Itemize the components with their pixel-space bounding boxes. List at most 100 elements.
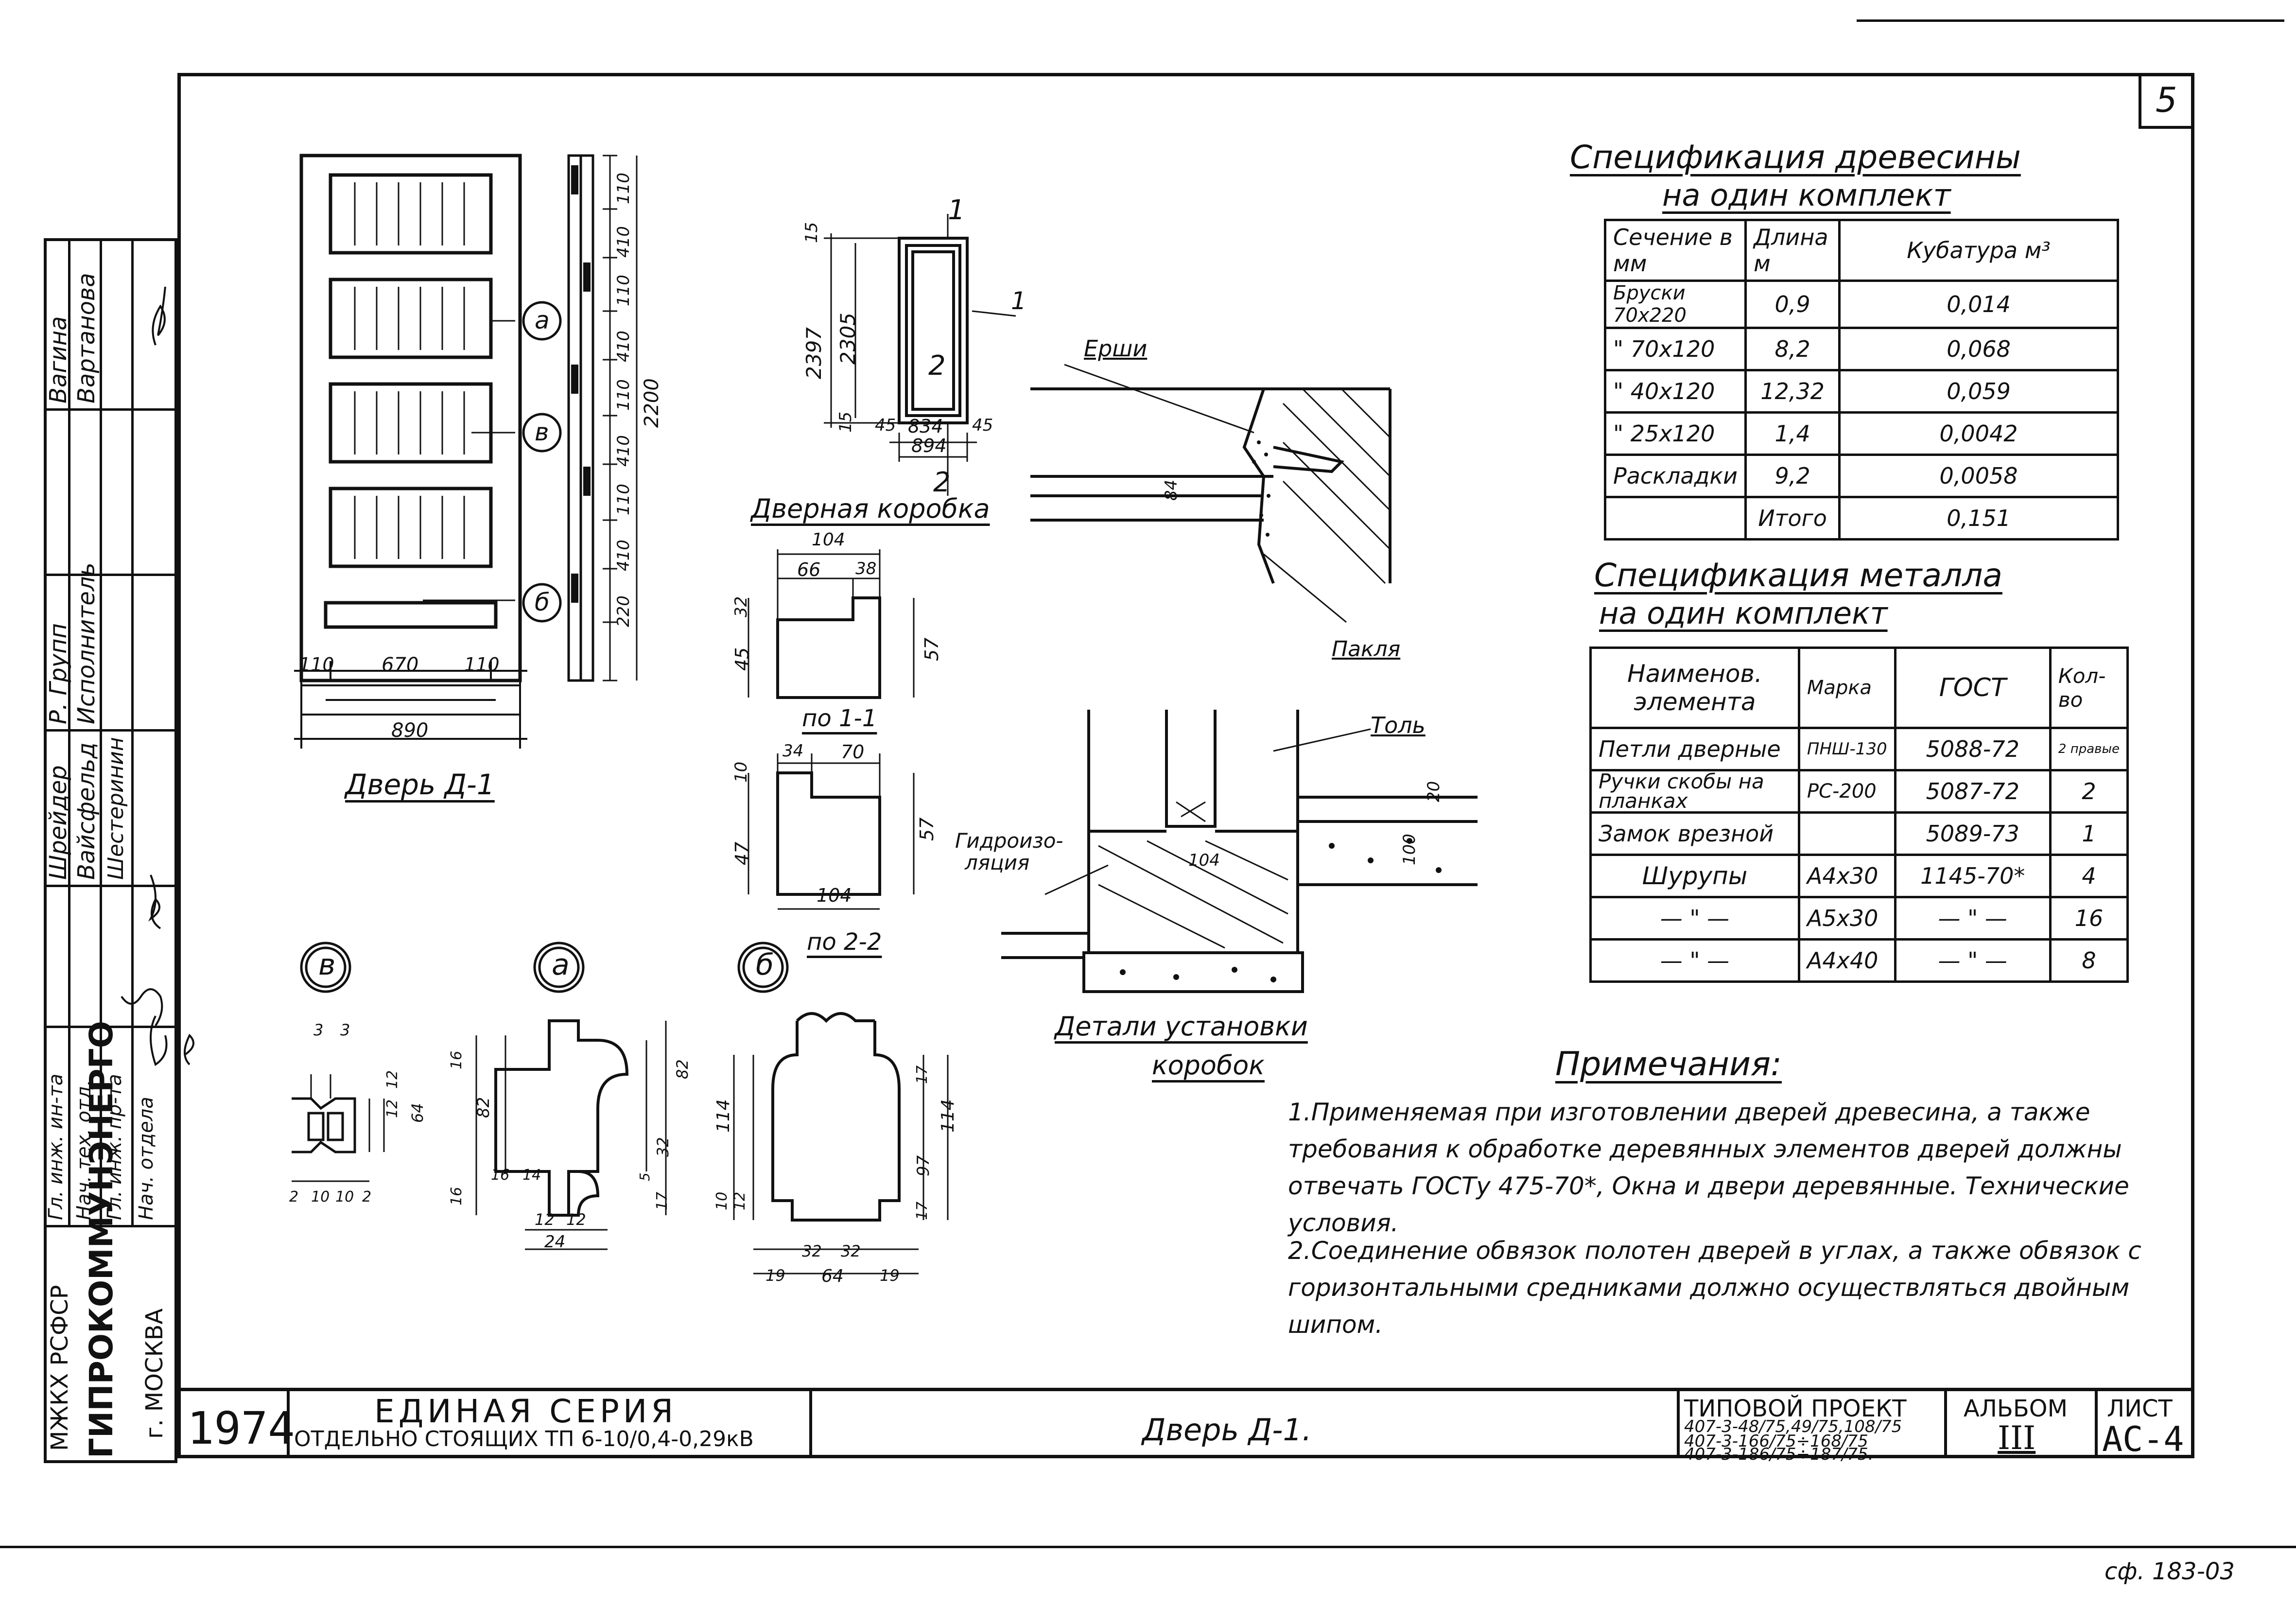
notes-item-1: 1.Применяемая при изготовлении дверей др… (1288, 1098, 2129, 1237)
erish-detail-drawing (1030, 364, 1392, 623)
deta-dim-7: 12 (566, 1210, 586, 1229)
table-row: Сечение в мм Длина м Кубатура м³ (1603, 219, 2119, 282)
metal-spec-title-2: на один комплект (1599, 595, 1888, 631)
sec11-dim-2: 66 (797, 559, 821, 580)
deta-dim-11: 5 (637, 1172, 653, 1181)
detail-b-drawing (733, 1012, 949, 1275)
section-2-2-drawing (748, 753, 915, 910)
section-1-1-drawing (748, 549, 915, 699)
sec22-dim-4: 47 (731, 841, 753, 865)
deta-dim-4: 16 (491, 1167, 510, 1184)
detb-dim-7: 64 (821, 1266, 844, 1286)
sec22-title: по 2-2 (807, 928, 882, 956)
tol-label: Толь (1371, 712, 1426, 738)
top-border-line (1857, 19, 2284, 22)
door-sec-dim-6: 410 (614, 435, 633, 467)
box-mark-2b: 2 (933, 467, 951, 498)
stamp-signatures (121, 286, 194, 1066)
metal-header-qty: Кол-во (2049, 646, 2129, 729)
sec22-dim-5: 57 (916, 817, 938, 841)
metal-header-mark: Марка (1797, 646, 1896, 729)
title-project-2: 407-3-166/75÷168/75 (1684, 1432, 1868, 1451)
wood-header-section: Сечение в мм (1603, 219, 1747, 282)
box-mark-1a: 1 (948, 194, 965, 226)
detail-v-drawing (292, 1074, 385, 1182)
detail-markers (300, 942, 789, 993)
door-side-section (567, 154, 638, 682)
detb-dim-5: 32 (841, 1242, 861, 1260)
door-total-width: 890 (391, 719, 429, 742)
title-series-2: ОТДЕЛЬНО СТОЯЩИХ ТП 6-10/0,4-0,29кВ (294, 1427, 754, 1451)
callout-b: б (535, 588, 550, 616)
box-dim-4: 15 (836, 411, 855, 433)
title-year: 1974 (187, 1402, 295, 1454)
sec22-dim-6: 104 (817, 885, 852, 906)
erish-dim: 84 (1162, 479, 1181, 501)
install-title-1: Детали установки (1055, 1011, 1308, 1042)
stamp-org-3: г. МОСКВА (141, 1308, 168, 1439)
title-sheet-value: АС-4 (2102, 1419, 2184, 1459)
door-dim-mid: 670 (382, 654, 419, 676)
callout-v: в (535, 418, 549, 446)
table-row: Раскладки 9,2 0,0058 (1603, 454, 2119, 498)
paklya-label: Пакля (1332, 637, 1401, 662)
table-row: " 40х120 12,32 0,059 (1603, 369, 2119, 414)
install-detail-drawing (1001, 710, 1478, 993)
table-row: Наименов. элемента Марка ГОСТ Кол-во (1589, 646, 2129, 729)
detb-dim-2: 10 (713, 1191, 731, 1210)
deta-dim-2: 82 (474, 1097, 493, 1118)
install-dim-2: 100 (1400, 834, 1419, 865)
door-elevation (294, 154, 527, 749)
deta-dim-9: 32 (654, 1137, 672, 1157)
metal-header-name: Наименов. элемента (1589, 646, 1800, 729)
door-dim-right: 110 (464, 654, 500, 675)
detb-dim-1: 114 (713, 1099, 733, 1133)
table-row: Замок врезной 5089-73 1 (1589, 811, 2129, 856)
detb-dim-3: 12 (731, 1191, 748, 1210)
left-stamp (44, 238, 177, 1463)
door-dim-left: 110 (299, 654, 334, 675)
install-title-2: коробок (1152, 1050, 1265, 1081)
sec11-dim-1: 104 (812, 530, 845, 550)
title-project-label: ТИПОВОЙ ПРОЕКТ (1684, 1395, 1907, 1422)
box-mark-1b: 1 (1011, 287, 1026, 315)
door-sec-dim-2: 410 (614, 226, 633, 258)
deta-dim-5: 14 (522, 1167, 541, 1184)
install-dim-3: 104 (1188, 851, 1220, 870)
door-height: 2200 (641, 378, 663, 428)
detail-marker-a: а (552, 948, 570, 982)
detv-dim-1: 3 (313, 1021, 324, 1039)
detb-dim-10: 114 (938, 1099, 958, 1133)
sec22-dim-1: 34 (783, 741, 804, 761)
title-drawing-name: Дверь Д-1. (1142, 1412, 1312, 1448)
sec11-dim-6: 57 (921, 637, 942, 661)
box-dim-6: 834 (908, 416, 943, 437)
box-dim-5: 45 (875, 416, 896, 435)
detv-dim-7: 10 (311, 1188, 330, 1205)
title-project-1: 407-3-48/75,49/75,108/75 (1684, 1417, 1902, 1436)
table-row: " 70х120 8,2 0,068 (1603, 327, 2119, 371)
table-row: Итого 0,151 (1603, 496, 2119, 541)
detv-dim-3: 12 (384, 1099, 401, 1118)
gidro-label-1: Гидроизо- (955, 829, 1063, 853)
title-album-value: III (1998, 1419, 2036, 1457)
title-block (177, 1388, 2194, 1462)
drawing-frame (177, 73, 2194, 1458)
metal-spec-title-1: Спецификация металла (1594, 557, 2002, 594)
table-row: " 25х120 1,4 0,0042 (1603, 411, 2119, 456)
notes-title: Примечания: (1555, 1045, 1782, 1083)
door-sec-dim-7: 110 (614, 484, 633, 515)
corner-mark: сф. 183-03 (2105, 1558, 2235, 1585)
bottom-border-line (0, 1546, 2296, 1548)
detv-dim-2: 3 (340, 1021, 350, 1039)
detb-dim-4: 32 (802, 1242, 822, 1260)
table-row: Шурупы А4х30 1145-70* 4 (1589, 854, 2129, 898)
deta-dim-3: 16 (448, 1187, 465, 1205)
wood-spec-title-1: Спецификация древесины (1570, 139, 2021, 176)
box-dim-8: 894 (911, 435, 947, 456)
detv-dim-5: 64 (408, 1103, 427, 1123)
sec11-dim-4: 32 (731, 596, 751, 617)
deta-dim-8: 24 (544, 1232, 566, 1252)
door-box-drawing (824, 214, 1016, 496)
wood-spec-table: Сечение в мм Длина м Кубатура м³ Бруски … (1603, 219, 2119, 541)
